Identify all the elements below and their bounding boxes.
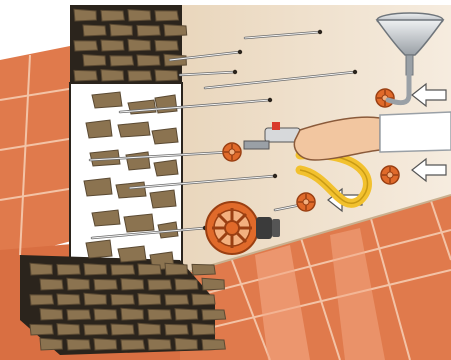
stone-block (121, 279, 144, 290)
stone-block (164, 25, 187, 36)
drill-hole-end (273, 174, 277, 178)
stone-block (67, 310, 91, 320)
stone-block (84, 178, 112, 196)
stone-block (121, 340, 145, 350)
stone-block (165, 324, 188, 335)
stone-block (138, 294, 161, 305)
stone-block (74, 9, 96, 21)
stone-block (40, 338, 62, 350)
stone-block (94, 279, 117, 290)
stone-block (57, 264, 80, 275)
stone-block (30, 295, 54, 305)
stone-block (94, 309, 117, 320)
stone-block (111, 294, 134, 305)
packer-nozzle (387, 172, 393, 178)
stone-block (192, 264, 215, 275)
stone-block (138, 323, 160, 335)
stone-block (175, 279, 198, 290)
stone-block (67, 339, 90, 350)
stone-block (175, 309, 198, 320)
stone-block (155, 95, 177, 113)
injection-packer-icon (297, 193, 315, 211)
stone-block (148, 280, 172, 290)
stone-block (40, 309, 63, 320)
packer-nozzle (303, 199, 309, 205)
stone-block (152, 128, 178, 144)
stone-block (92, 92, 122, 108)
stone-block (57, 324, 80, 335)
stone-block (175, 338, 197, 350)
stone-block (111, 265, 135, 275)
stone-block (126, 152, 150, 170)
stone-block (84, 264, 107, 275)
stone-block (40, 279, 63, 290)
injection-packer-icon (381, 166, 399, 184)
stone-block (137, 25, 160, 36)
drill-hole-end (238, 50, 242, 54)
stone-block (192, 294, 215, 305)
stone-block (137, 55, 160, 66)
stone-block (192, 324, 215, 335)
stone-block (202, 278, 224, 290)
stone-block (111, 324, 134, 335)
stone-block (57, 294, 80, 305)
stone-block (86, 120, 112, 138)
stone-block (150, 190, 176, 208)
stone-block (84, 293, 106, 305)
stone-block (92, 210, 120, 226)
stone-block (202, 339, 225, 350)
stone-block (94, 339, 117, 350)
stone-block (110, 24, 132, 36)
injection-packer-icon (223, 143, 241, 161)
stone-block (101, 70, 124, 81)
stone-block (202, 310, 226, 320)
stone-block (101, 10, 124, 21)
stone-block (148, 339, 171, 350)
stone-block (128, 10, 151, 21)
stone-block (155, 70, 178, 81)
stone-block (128, 71, 152, 81)
stone-block (155, 40, 178, 51)
stone-block (30, 324, 53, 335)
stone-block (128, 39, 150, 51)
drill-hole-end (233, 70, 237, 74)
injection-packer-icon (376, 89, 394, 107)
stone-block (155, 11, 179, 21)
stone-block (74, 70, 97, 81)
stone-block (118, 246, 146, 262)
stone-block (154, 160, 178, 176)
stone-block (101, 40, 124, 51)
stone-block (30, 263, 52, 275)
stone-block (121, 308, 143, 320)
stone-block (124, 214, 154, 232)
stone-block (86, 240, 112, 258)
drill-hole-end (318, 30, 322, 34)
stone-block (138, 264, 161, 275)
stone-block (165, 263, 187, 275)
stone-block (67, 278, 89, 290)
stone-block (118, 122, 150, 137)
stone-block (165, 295, 189, 305)
stone-block (74, 41, 98, 51)
stone-block (83, 55, 106, 66)
stone-block (84, 325, 108, 335)
drill-hole-end (353, 70, 357, 74)
stone-block (116, 182, 146, 198)
stone-block (110, 56, 134, 66)
stone-block (83, 25, 106, 36)
stone-block (148, 309, 171, 320)
drill-hole-end (268, 98, 272, 102)
packer-nozzle (229, 149, 235, 155)
